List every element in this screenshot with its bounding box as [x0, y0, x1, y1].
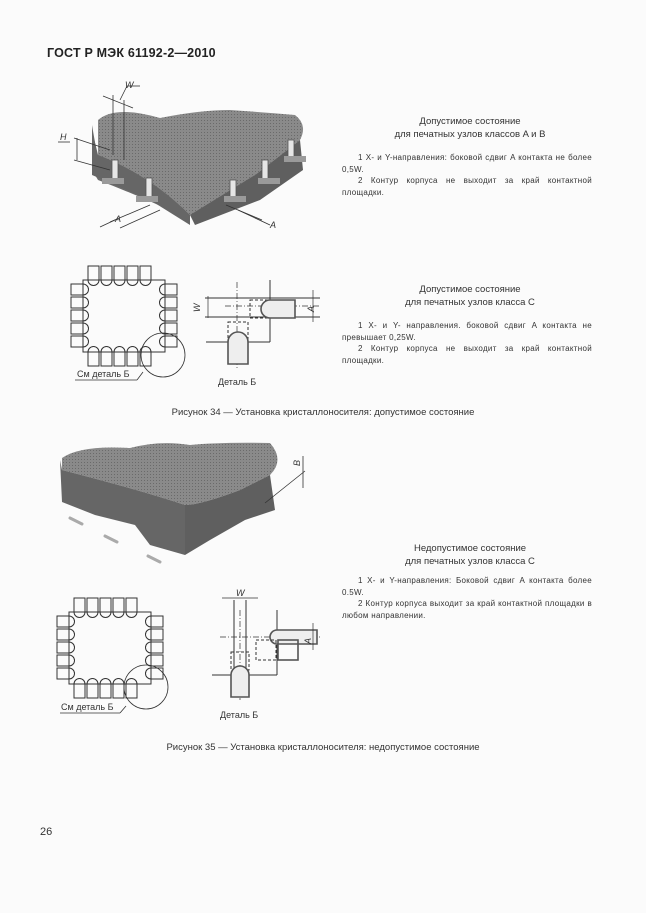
fig34-see-detail-label: См деталь Б: [77, 369, 130, 379]
document-header: ГОСТ Р МЭК 61192-2—2010: [47, 46, 216, 60]
svg-text:A: A: [114, 214, 121, 224]
svg-text:B: B: [292, 460, 302, 466]
fig34-ab-title: Допустимое состояние для печатных узлов …: [394, 116, 546, 140]
fig35-title: Недопустимое состояние для печатных узло…: [405, 543, 535, 567]
svg-text:W: W: [192, 302, 202, 312]
svg-text:W: W: [236, 588, 246, 598]
fig34-c-title: Допустимое состояние для печатных узлов …: [405, 284, 535, 308]
svg-text:W: W: [125, 80, 135, 90]
fig34-ab-notes: 1 X- и Y-направления: боковой сдвиг A ко…: [342, 153, 592, 197]
svg-text:A: A: [306, 306, 316, 313]
fig34-c-notes: 1 X- и Y- направления. боковой сдвиг A к…: [342, 321, 592, 365]
svg-text:A: A: [303, 638, 313, 645]
figure-35-caption: Рисунок 35 — Установка кристаллоносителя…: [166, 742, 480, 753]
figure-34-caption: Рисунок 34 — Установка кристаллоносителя…: [171, 407, 475, 418]
fig35-detail-label: Деталь Б: [220, 710, 259, 720]
svg-text:A: A: [269, 220, 276, 230]
page-number: 26: [40, 826, 53, 838]
svg-text:H: H: [60, 132, 67, 142]
fig35-see-detail-label: См деталь Б: [61, 702, 114, 712]
fig35-notes: 1 X- и Y-направления: Боковой сдвиг A ко…: [342, 576, 592, 620]
fig34-detail-label: Деталь Б: [218, 377, 257, 387]
